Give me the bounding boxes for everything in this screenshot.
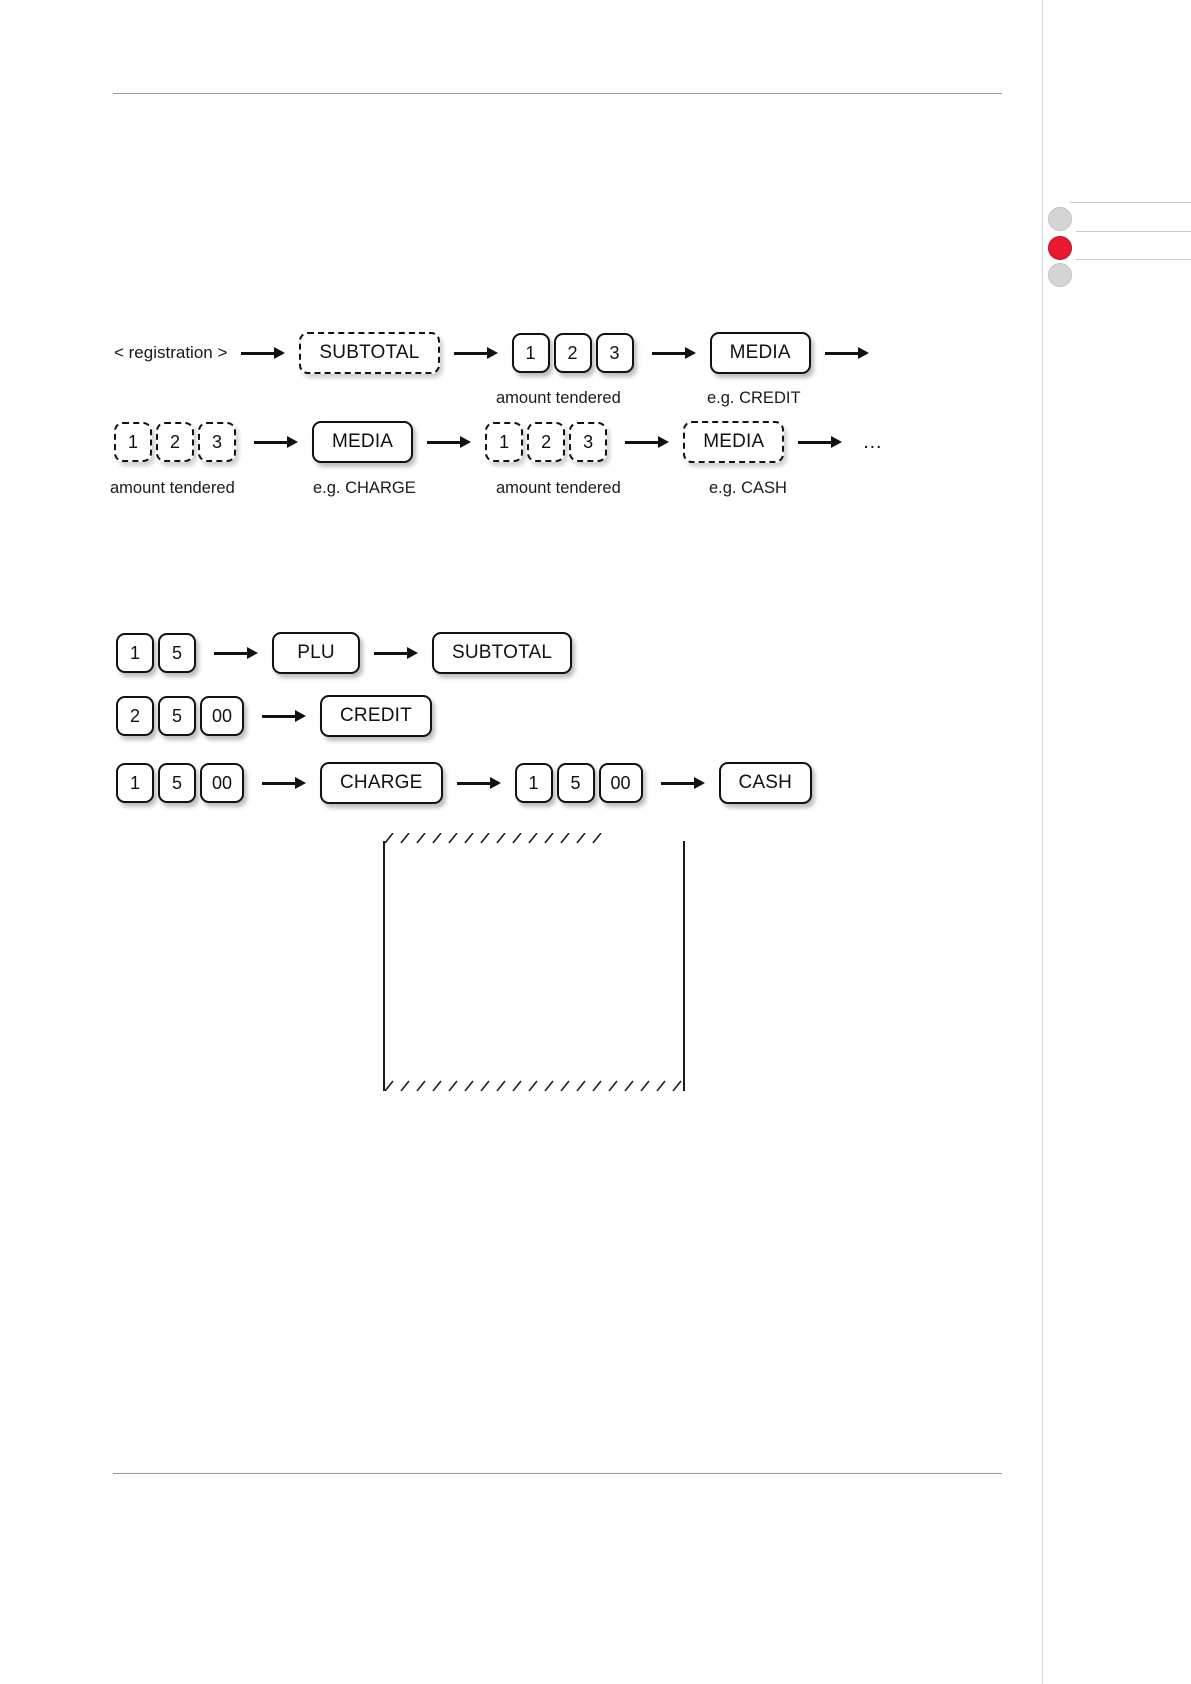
caption-media-example: e.g. CHARGE <box>313 479 416 497</box>
key-plu[interactable]: PLU <box>272 632 360 674</box>
key-digit[interactable]: 1 <box>514 763 553 803</box>
key-digit[interactable]: 5 <box>158 696 196 736</box>
key-credit[interactable]: CREDIT <box>320 695 432 737</box>
key-digit[interactable]: 5 <box>158 763 196 803</box>
key-digit[interactable]: 5 <box>158 633 196 673</box>
key-digit[interactable]: 1 <box>511 333 550 373</box>
arrow-icon <box>456 777 501 789</box>
key-media[interactable]: MEDIA <box>683 421 785 463</box>
tab-marker-upper[interactable] <box>1048 207 1072 231</box>
key-digit[interactable]: 1 <box>114 422 152 462</box>
footer-rule <box>113 1473 1002 1474</box>
tab-marker-current[interactable] <box>1048 236 1072 260</box>
key-subtotal[interactable]: SUBTOTAL <box>299 332 440 374</box>
key-digit[interactable]: 1 <box>116 633 154 673</box>
key-digit[interactable]: 2 <box>527 422 566 462</box>
key-cash[interactable]: CASH <box>718 762 813 804</box>
key-digit[interactable]: 3 <box>569 422 608 462</box>
page-sheet <box>0 0 1109 1684</box>
key-digit[interactable]: 2 <box>156 422 194 462</box>
tab-marker-lower[interactable] <box>1048 263 1072 287</box>
tab-connector-lower <box>1076 259 1191 260</box>
arrow-icon <box>374 647 418 659</box>
key-digit[interactable]: 2 <box>116 696 154 736</box>
arrow-icon <box>214 647 258 659</box>
key-digit[interactable]: 5 <box>556 763 595 803</box>
flow-continuation: … <box>862 430 885 453</box>
note-frame-hatching <box>384 833 682 1091</box>
arrow-icon <box>262 777 306 789</box>
caption-media-example: e.g. CASH <box>709 479 787 497</box>
receipt-note-frame <box>383 833 685 1091</box>
arrow-icon <box>651 347 696 359</box>
key-double-zero[interactable]: 00 <box>200 763 244 803</box>
caption-amount-tendered: amount tendered <box>110 479 235 497</box>
gutter-vertical-rule <box>1042 0 1043 1684</box>
example-row-2: 2 5 00 CREDIT <box>116 695 432 737</box>
key-digit[interactable]: 3 <box>198 422 236 462</box>
key-media[interactable]: MEDIA <box>709 332 811 374</box>
tab-connector-upper <box>1070 202 1191 203</box>
caption-amount-tendered: amount tendered <box>496 479 621 497</box>
example-row-3: 1 5 00 CHARGE 1 5 00 CASH <box>116 762 813 804</box>
flow-row-1: < registration > SUBTOTAL 1 2 3 MEDIA <box>114 332 883 374</box>
right-gutter <box>1109 0 1191 1684</box>
key-digit[interactable]: 1 <box>485 422 524 462</box>
header-rule <box>113 93 1002 94</box>
key-media[interactable]: MEDIA <box>312 421 414 463</box>
note-frame-right-edge <box>683 841 685 1091</box>
registration-label: < registration > <box>114 343 228 362</box>
key-digit[interactable]: 3 <box>595 333 634 373</box>
arrow-icon <box>660 777 705 789</box>
arrow-icon <box>427 436 472 448</box>
tab-connector-current <box>1076 231 1191 232</box>
key-subtotal[interactable]: SUBTOTAL <box>432 632 573 674</box>
key-digit[interactable]: 1 <box>116 763 154 803</box>
arrow-icon <box>254 436 298 448</box>
arrow-icon <box>262 710 306 722</box>
flow-row-2: 1 2 3 MEDIA 1 2 3 MEDIA … <box>114 421 884 463</box>
arrow-icon <box>453 347 498 359</box>
arrow-icon <box>798 436 843 448</box>
caption-media-example: e.g. CREDIT <box>707 389 801 407</box>
key-double-zero[interactable]: 00 <box>200 696 244 736</box>
key-double-zero[interactable]: 00 <box>598 763 643 803</box>
arrow-icon <box>625 436 670 448</box>
caption-amount-tendered: amount tendered <box>496 389 621 407</box>
arrow-icon <box>241 347 286 359</box>
note-frame-left-edge <box>383 841 385 1091</box>
example-row-1: 1 5 PLU SUBTOTAL <box>116 632 573 674</box>
key-digit[interactable]: 2 <box>553 333 592 373</box>
key-charge[interactable]: CHARGE <box>320 762 443 804</box>
arrow-icon <box>824 347 869 359</box>
